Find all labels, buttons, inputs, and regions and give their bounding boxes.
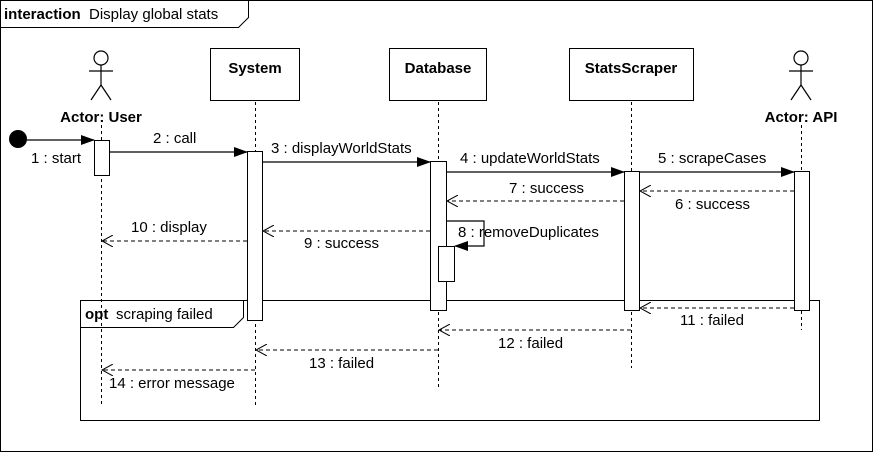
message-6: 6 : success [640,191,794,213]
message-12: 12 : failed [439,330,631,352]
message-label: 14 : error message [109,375,235,392]
message-5: 5 : scrapeCases [640,150,795,177]
activation-database [430,161,447,311]
message-2: 2 : call [110,130,248,157]
message-label: 10 : display [131,219,207,236]
message-label: 1 : start [31,150,82,167]
lifeline-head-system: System [210,48,300,101]
message-label: 9 : success [304,235,379,252]
message-label: 12 : failed [498,335,563,352]
lifeline-head-scraper: StatsScraper [569,48,694,101]
message-7: 7 : success [447,180,624,201]
message-label: 6 : success [675,196,750,213]
message-14: 14 : error message [102,370,255,392]
opt-operator: opt [85,306,108,323]
message-label: 5 : scrapeCases [658,150,766,167]
opt-fragment: opt scraping failed [80,300,820,421]
message-4: 4 : updateWorldStats [447,150,625,177]
activations [94,140,810,321]
message-8: 8 : removeDuplicates [447,220,599,251]
message-3: 3 : displayWorldStats [263,140,431,167]
message-label: 7 : success [509,180,584,197]
activation-api [794,171,810,311]
user-stick-figure-icon [89,50,113,101]
message-label: 3 : displayWorldStats [271,140,412,157]
activation-system [247,151,263,321]
message-13: 13 : failed [256,350,438,372]
actor-api: Actor: API [765,50,838,126]
lifeline-head-database: Database [389,48,487,101]
lifeline-label-database: Database [405,60,472,77]
message-label: 4 : updateWorldStats [460,150,600,167]
api-stick-figure-icon [789,50,813,101]
opt-guard: scraping failed [116,306,213,323]
message-label: 11 : failed [680,312,744,329]
message-11: 11 : failed [640,308,794,329]
message-9: 9 : success [263,231,430,252]
activation-user [94,140,110,176]
message-1: 1 : start [27,135,95,167]
activation-database-nested [438,246,455,282]
actor-user: Actor: User [60,50,142,126]
lifeline-label-user: Actor: User [60,109,142,126]
frame-keyword: interaction [4,6,81,23]
lifeline-label-scraper: StatsScraper [585,60,678,77]
activation-scraper [624,171,640,311]
lifeline-label-api: Actor: API [765,109,838,126]
message-label: 13 : failed [309,355,374,372]
lifeline-label-system: System [228,60,281,77]
initial-node-icon [9,130,27,148]
message-label: 8 : removeDuplicates [458,224,599,241]
message-10: 10 : display [102,219,247,241]
message-label: 2 : call [153,130,196,147]
frame-title: Display global stats [89,6,218,23]
